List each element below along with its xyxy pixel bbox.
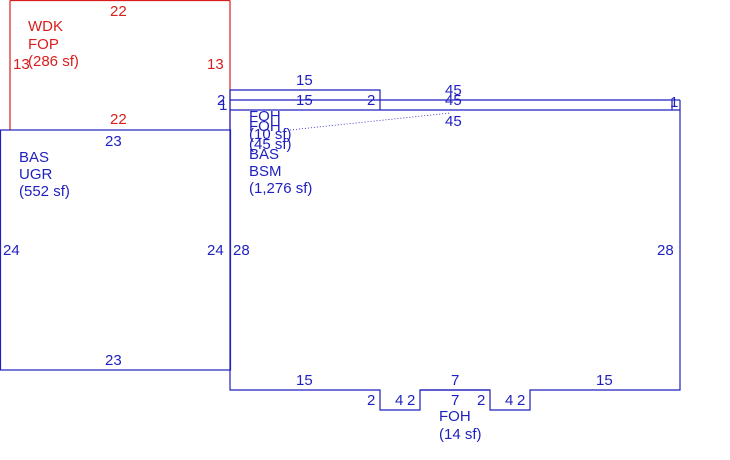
foh-small-line3: (10 sf) bbox=[249, 126, 292, 143]
bas-ugr-label-line2: UGR bbox=[19, 166, 53, 183]
bump-label: FOH bbox=[439, 408, 471, 425]
bas-ugr-dim-bottom: 23 bbox=[105, 352, 122, 369]
diagonal-dotted-line bbox=[289, 112, 451, 131]
bas-ugr-dim-left: 24 bbox=[3, 242, 20, 259]
long-strip-dim-b: 45 bbox=[445, 92, 462, 109]
bump-dim-2b: 2 bbox=[477, 392, 485, 409]
main-label-area: (1,276 sf) bbox=[249, 180, 312, 197]
main-label-line2: BSM bbox=[249, 163, 282, 180]
wdk-label-area: (286 sf) bbox=[28, 53, 79, 70]
bas-ugr-dim-top: 23 bbox=[105, 133, 122, 150]
main-dim-right: 28 bbox=[657, 242, 674, 259]
bas-bsm-area bbox=[229, 89, 681, 411]
bump-dim-4a: 4 bbox=[395, 392, 403, 409]
bump-dim-top: 7 bbox=[451, 372, 459, 389]
top-strip-dim-left-b: 1 bbox=[219, 97, 227, 114]
main-dim-bottom-right: 15 bbox=[596, 372, 613, 389]
wdk-label-line2: FOP bbox=[28, 36, 59, 53]
main-dim-left: 28 bbox=[233, 242, 250, 259]
main-label-line1: BAS bbox=[249, 146, 279, 163]
long-strip-dim-end: 1 bbox=[670, 94, 678, 111]
top-strip-dim-top: 15 bbox=[296, 72, 313, 89]
bas-ugr-dim-right: 24 bbox=[207, 242, 224, 259]
bump-area: (14 sf) bbox=[439, 426, 482, 443]
bas-bsm-outline bbox=[229, 109, 681, 411]
bas-ugr-label-area: (552 sf) bbox=[19, 183, 70, 200]
top-strip-dim-inner: 15 bbox=[296, 92, 313, 109]
long-strip-dim-a: 45 bbox=[445, 82, 462, 99]
long-strip-outline bbox=[380, 99, 673, 110]
long-strip-dim-c: 45 bbox=[445, 113, 462, 130]
top-strip-dim-left-a: 2 bbox=[217, 92, 225, 109]
wdk-dim-left: 13 bbox=[13, 56, 30, 73]
bump-dim-left: 2 bbox=[367, 392, 375, 409]
bump-dim-2c: 2 bbox=[517, 392, 525, 409]
wdk-label-line1: WDK bbox=[28, 18, 63, 35]
wdk-dim-top: 22 bbox=[110, 3, 127, 20]
wdk-dim-bottom: 22 bbox=[110, 111, 127, 128]
bump-dim-2a: 2 bbox=[407, 392, 415, 409]
bas-ugr-label-line1: BAS bbox=[19, 149, 49, 166]
foh-small-line4: (45 sf) bbox=[249, 136, 292, 153]
foh-small-line1: FOH bbox=[249, 108, 281, 125]
foh-small-line2: FOH bbox=[249, 118, 281, 135]
top-strip-dim-right: 2 bbox=[367, 92, 375, 109]
bump-dim-4b: 4 bbox=[505, 392, 513, 409]
main-dim-bottom-left: 15 bbox=[296, 372, 313, 389]
bump-dim-inner: 7 bbox=[451, 392, 459, 409]
wdk-dim-right: 13 bbox=[207, 56, 224, 73]
